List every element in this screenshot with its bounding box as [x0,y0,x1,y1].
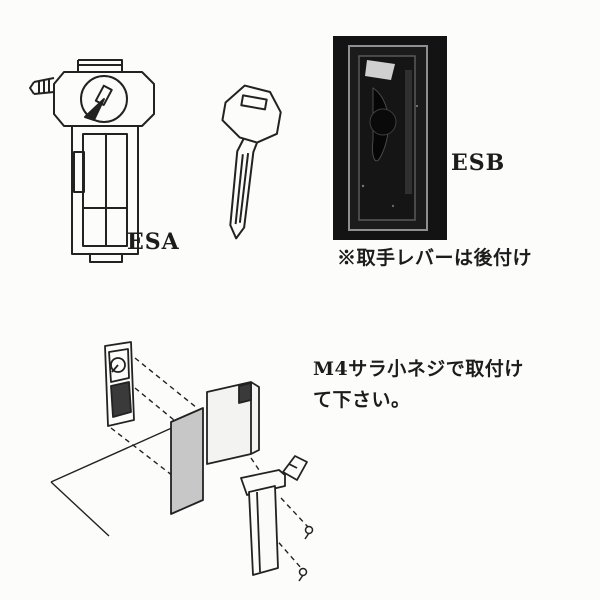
esa-cam-circle [80,75,128,123]
key-bow [221,84,282,144]
mounting-panel [170,407,204,515]
install-note-line1: M4サラ小ネジで取付け [313,358,524,380]
esa-body [71,125,139,263]
front-plate-part [104,341,135,427]
lock-body-part [240,469,286,576]
esa-label: ESA [127,229,180,255]
photo-note: ※取手レバーは後付け [337,247,533,269]
esa-housing [53,71,155,127]
screws [298,525,314,582]
esa-top-ridge [77,59,123,72]
install-note: M4サラ小ネジで取付け て下さい。 [313,354,524,417]
esa-key-slot [94,84,113,106]
esb-label: ESB [451,150,506,176]
exploded-assembly-diagram [50,341,314,582]
key-bow-slot [240,94,268,111]
esa-lock-drawing [29,59,155,263]
key-blade [229,138,259,240]
inserted-key [282,455,308,481]
esa-cam-pointer [84,98,105,121]
install-note-line2: て下さい。 [313,389,411,412]
key-drawing [221,84,282,240]
photo-lock-silhouette [348,45,428,231]
bracket-part [206,381,260,465]
esa-latch [29,77,55,95]
esb-photo [333,36,447,240]
